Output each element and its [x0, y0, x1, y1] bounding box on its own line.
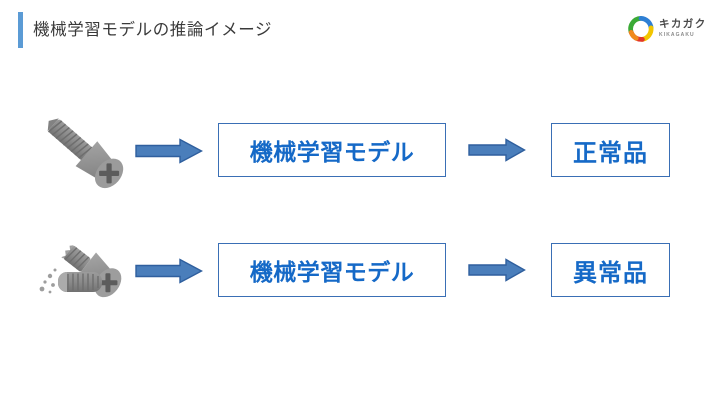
model-box-label: 機械学習モデル: [249, 259, 415, 285]
arrow-right-icon: [135, 138, 203, 164]
slide-header: 機械学習モデルの推論イメージ キカガク KIKAGAKU: [0, 0, 720, 60]
page-title: 機械学習モデルの推論イメージ: [33, 21, 273, 39]
flow-row-normal: 機械学習モデル 正常品: [0, 100, 720, 200]
kikagaku-logo-text: キカガク KIKAGAKU: [659, 18, 709, 39]
arrow-right-icon: [135, 258, 203, 284]
result-box-label: 異常品: [573, 259, 648, 287]
screw-intact-icon: [28, 100, 138, 200]
model-box-normal[interactable]: 機械学習モデル: [218, 123, 446, 177]
debris-particles: [39, 268, 57, 294]
screw-broken-icon: [28, 220, 138, 320]
flow-row-anomaly: 機械学習モデル 異常品: [0, 220, 720, 320]
logo-text-jp: キカガク: [659, 18, 707, 30]
result-box-anomaly[interactable]: 異常品: [551, 243, 670, 297]
title-accent-bar: [18, 12, 23, 48]
kikagaku-logo: キカガク KIKAGAKU: [627, 14, 709, 46]
result-box-normal[interactable]: 正常品: [551, 123, 670, 177]
model-box-anomaly[interactable]: 機械学習モデル: [218, 243, 446, 297]
arrow-right-icon: [468, 138, 526, 162]
model-box-label: 機械学習モデル: [249, 139, 415, 165]
arrow-right-icon: [468, 258, 526, 282]
result-box-label: 正常品: [573, 139, 648, 167]
logo-text-en: KIKAGAKU: [659, 32, 695, 38]
kikagaku-logo-mark-icon: [627, 15, 655, 43]
